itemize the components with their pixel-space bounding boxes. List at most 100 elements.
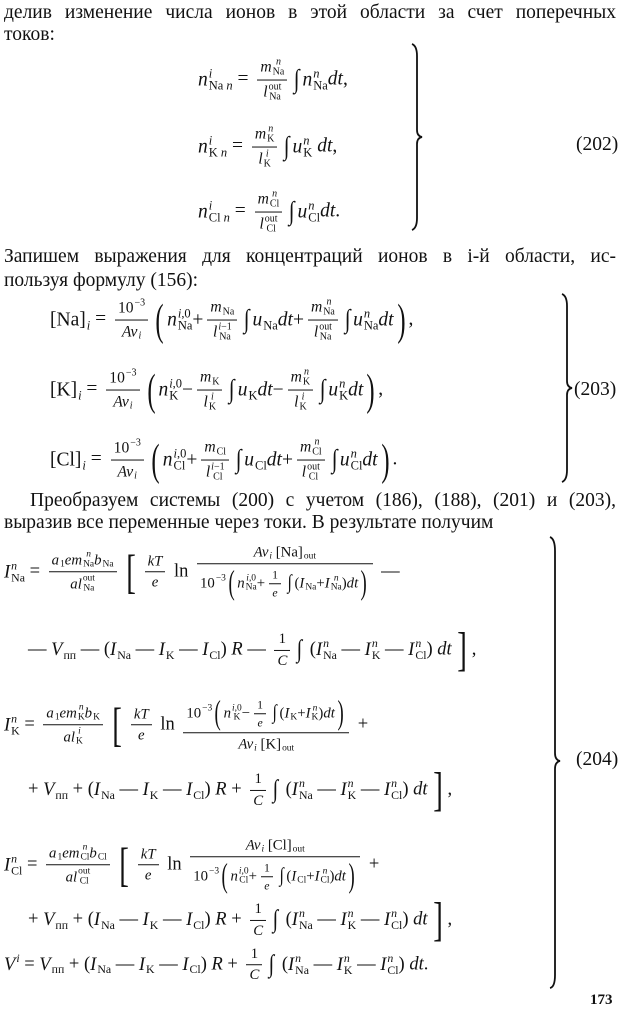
math-subscript: Cl	[391, 788, 403, 802]
math-subscript	[209, 877, 219, 886]
math-superscript: i	[76, 727, 83, 737]
math-superscript: i,0	[232, 703, 242, 713]
math-text: −	[272, 379, 284, 401]
close-paren: )	[360, 564, 367, 602]
math-text: =	[227, 135, 248, 157]
math-text: (	[294, 575, 300, 592]
math-variable: n	[387, 951, 394, 966]
math-scripts: пп	[63, 638, 76, 661]
math-subscript: Na	[218, 332, 231, 342]
math-text: Cl	[266, 223, 276, 235]
math-text: Na	[295, 963, 309, 977]
math-variable: I	[182, 954, 189, 975]
math-text: +	[186, 449, 198, 471]
math-variable: em	[59, 704, 77, 721]
math-text: )	[329, 868, 335, 885]
math-text: K	[347, 788, 357, 802]
math-superscript: i	[209, 67, 233, 80]
math-text: −3	[209, 866, 220, 877]
math-script-group: [Cl]i	[50, 448, 86, 472]
math-variable: i	[218, 321, 222, 333]
math-variable: I	[4, 714, 11, 735]
math-text: =	[229, 200, 251, 222]
math-variable: I	[291, 868, 297, 885]
math-text: K	[302, 376, 311, 388]
math-subscript: K	[339, 390, 348, 402]
math-superscript: i,0	[174, 446, 187, 461]
math-script-group: 10−3	[118, 298, 145, 317]
math-text: Cl	[391, 788, 403, 802]
integral-sign-icon: ∫	[269, 951, 275, 979]
math-subscript: K	[93, 712, 100, 722]
math-scripts: 1	[60, 551, 65, 569]
math-subscript: Cl	[193, 789, 204, 802]
close-paren: )	[366, 364, 375, 415]
math-text: ,0	[241, 866, 249, 877]
equation-number: (203)	[574, 379, 617, 400]
math-variable: i	[211, 461, 214, 473]
math-superscript: i,0	[169, 377, 182, 390]
math-variable: R	[215, 909, 227, 930]
math-superscript: out	[307, 462, 320, 473]
math-variable: m	[254, 125, 267, 143]
integral-sign-icon: ∫	[272, 701, 277, 724]
math-text: +	[226, 909, 247, 930]
math-variable: dt	[409, 954, 424, 975]
close-paren: )	[337, 694, 344, 732]
math-variable: V	[39, 954, 51, 975]
fraction-numerator: 10−3	[114, 298, 149, 321]
math-text: пп	[55, 787, 69, 802]
math-variable: n	[343, 951, 350, 966]
math-text: )	[220, 639, 232, 660]
math-variable: l	[205, 463, 211, 481]
math-variable: I	[142, 779, 149, 800]
math-variable: n	[226, 79, 233, 93]
math-superscript: out	[269, 82, 282, 93]
math-text: ,0	[177, 446, 187, 461]
math-scripts: −3	[209, 866, 220, 886]
math-superscript: n	[391, 777, 402, 790]
math-variable: m	[260, 58, 272, 76]
math-text: K	[233, 712, 241, 723]
math-text: 10	[186, 705, 202, 722]
math-text: Cl	[415, 648, 427, 662]
fraction-denominator: e	[254, 714, 266, 729]
math-variable: i	[138, 330, 142, 342]
math-variable: I	[202, 639, 209, 660]
math-scripts: Na	[263, 308, 278, 332]
fraction-denominator: e	[261, 877, 273, 892]
math-text: Cl	[209, 647, 221, 662]
math-text: [Na]	[50, 309, 86, 331]
math-variable: u	[292, 136, 303, 158]
math-text: Na	[263, 318, 278, 333]
